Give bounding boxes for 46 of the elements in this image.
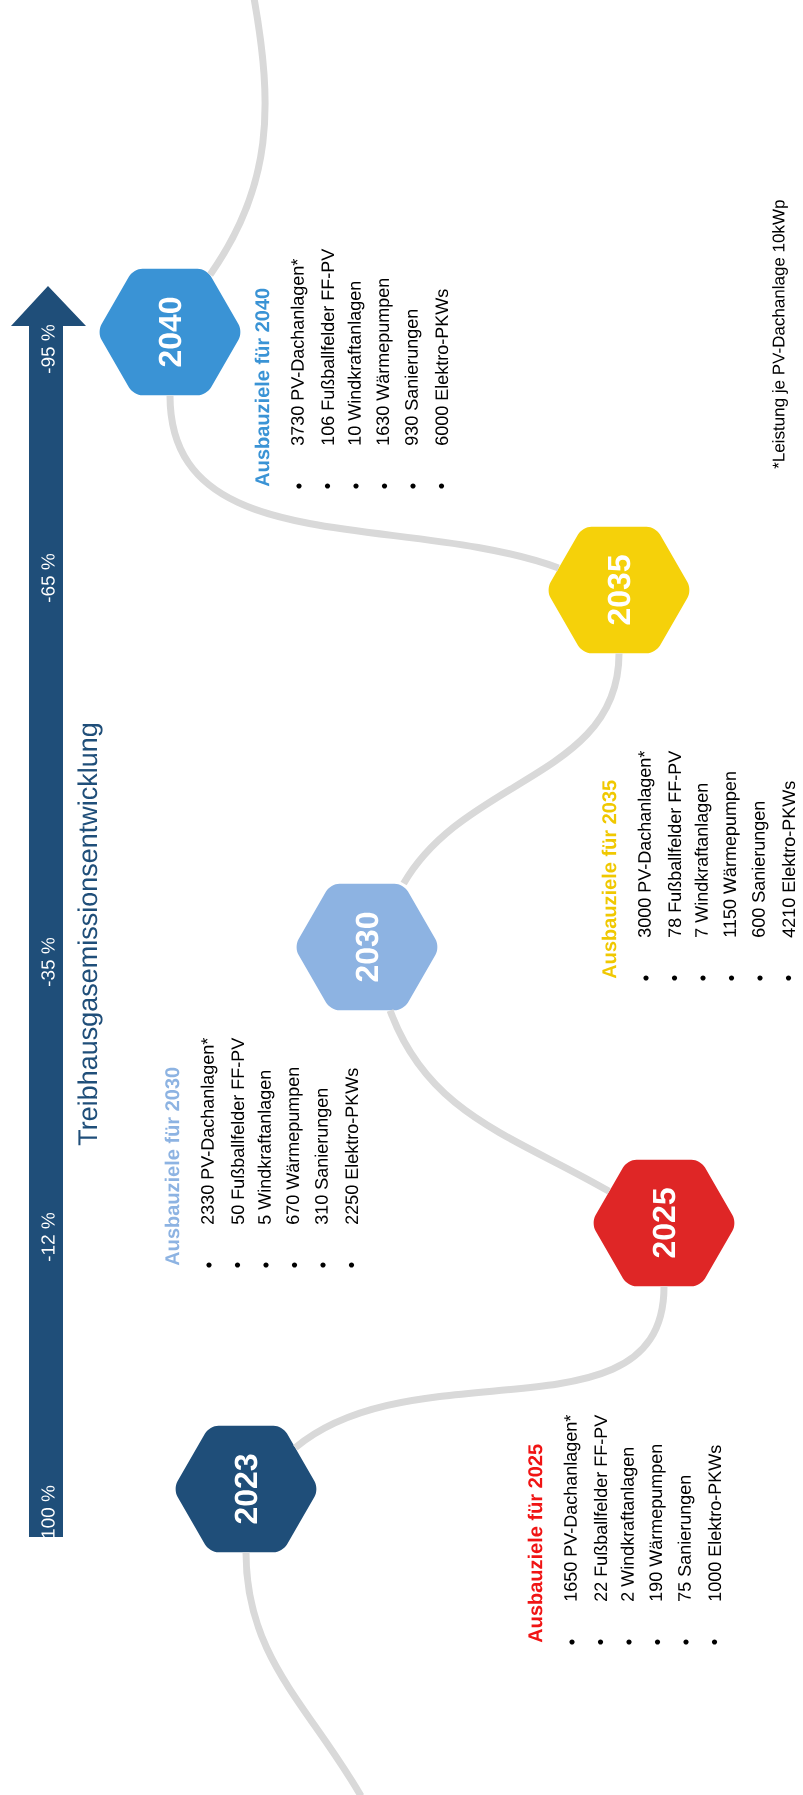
timeline-curve: [386, 1009, 611, 1195]
list-item: 2 Windkraftanlagen: [620, 1447, 638, 1645]
list-item: 75 Sanierungen: [677, 1475, 695, 1645]
list-item: 10 Windkraftanlagen: [347, 281, 365, 489]
list-item: 22 Fußballfelder FF-PV: [593, 1414, 608, 1645]
list-item: 930 Sanierungen: [404, 309, 422, 489]
list-item: 310 Sanierungen: [314, 1088, 332, 1268]
list-item: 1150 Wärmepumpen: [723, 772, 740, 981]
percent-label: -65 %: [41, 553, 55, 602]
chart-title: Treibhausgasemissionsentwicklung: [77, 723, 103, 1146]
list-item: 670 Wärmepumpen: [286, 1067, 303, 1268]
timeline-curve: [400, 653, 623, 886]
timeline-curve: [166, 395, 560, 572]
list-item: 3000 PV-Dachanlagen*: [637, 750, 655, 981]
year-hexagon: 2030: [296, 883, 438, 1011]
list-item: 78 Fußballfelder FF-PV: [667, 750, 682, 981]
list-item: 6000 Elektro-PKWs: [434, 289, 449, 489]
timeline-curve: [242, 1552, 364, 1795]
year-hexagon: 2035: [548, 526, 690, 654]
list-heading: Ausbauziele für 2040: [254, 288, 270, 487]
list-item: 2250 Elektro-PKWs: [344, 1068, 359, 1268]
list-item: 2330 PV-Dachanlagen*: [200, 1038, 218, 1268]
list-item: 1630 Wärmepumpen: [376, 278, 393, 489]
list-item: 1650 PV-Dachanlagen*: [563, 1415, 581, 1645]
list-heading: Ausbauziele für 2030: [164, 1067, 180, 1266]
percent-label: -35 %: [41, 937, 55, 986]
list-item: 4210 Elektro-PKWs: [781, 781, 796, 981]
list-item: 7 Windkraftanlagen: [694, 783, 712, 981]
percent-label: 100 %: [41, 1485, 55, 1538]
year-hexagon: 2040: [99, 268, 241, 396]
list-item: 5 Windkraftanlagen: [257, 1070, 275, 1268]
list-item: 106 Fußballfelder FF-PV: [320, 248, 335, 489]
percent-label: -12 %: [41, 1212, 55, 1261]
timeline-curve: [293, 1285, 668, 1451]
list-item: 50 Fußballfelder FF-PV: [230, 1037, 245, 1268]
timeline-curve: [207, 0, 269, 277]
percent-label: -95 %: [41, 324, 55, 373]
year-hexagon: 2023: [175, 1425, 317, 1553]
list-item: 1000 Elektro-PKWs: [707, 1445, 722, 1645]
list-heading: Ausbauziele für 2025: [527, 1444, 543, 1643]
list-heading: Ausbauziele für 2035: [601, 780, 617, 979]
list-item: 600 Sanierungen: [751, 801, 769, 981]
footnote: *Leistung je PV-Dachanlage 10kWp: [772, 200, 788, 469]
list-item: 3730 PV-Dachanlagen*: [290, 258, 308, 489]
list-item: 190 Wärmepumpen: [649, 1444, 666, 1645]
year-hexagon: 2025: [593, 1159, 735, 1287]
